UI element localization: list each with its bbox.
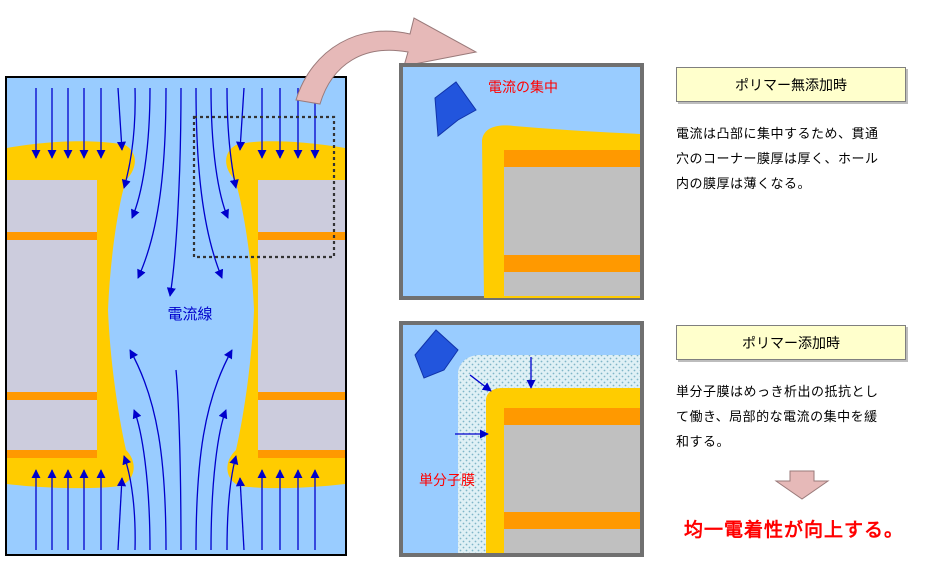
description-line: 穴のコーナー膜厚は厚く、ホール [676, 152, 879, 167]
detail-panel-no-polymer: 電流の集中 [399, 63, 644, 300]
current-lines-bottom [31, 349, 320, 551]
no-polymer-description: 電流は凸部に集中するため、貫通 穴のコーナー膜厚は厚く、ホール 内の膜厚は薄くな… [676, 122, 879, 197]
down-arrow-icon [774, 470, 830, 500]
description-line: 内の膜厚は薄くなる。 [676, 177, 812, 192]
no-polymer-title: ポリマー無添加時 [735, 77, 847, 94]
callout-arrow [295, 17, 478, 105]
current-lines-label: 電流線 [167, 305, 212, 323]
polymer-description: 単分子膜はめっき析出の抵抗とし て働き、局部的な電流の集中を緩 和する。 [676, 380, 879, 455]
concentration-arrow-icon [434, 81, 477, 137]
description-line: 和する。 [676, 435, 731, 450]
through-hole-cross-section: 電流線 [5, 76, 347, 556]
polymer-title-box: ポリマー添加時 [676, 325, 906, 360]
polymer-title: ポリマー添加時 [742, 335, 840, 352]
concentration-label: 電流の集中 [488, 79, 558, 96]
monolayer-label: 単分子膜 [419, 473, 475, 489]
description-line: 単分子膜はめっき析出の抵抗とし [676, 385, 879, 400]
conclusion-text: 均一電着性が向上する。 [684, 519, 905, 541]
description-line: て働き、局部的な電流の集中を緩 [676, 410, 878, 425]
plating-deposit [7, 141, 345, 489]
no-polymer-title-box: ポリマー無添加時 [676, 67, 906, 102]
detail-panel-polymer: 単分子膜 [399, 321, 644, 557]
zoom-region-box [192, 115, 336, 259]
description-line: 電流は凸部に集中するため、貫通 [676, 127, 879, 142]
current-arrow-icon [414, 329, 459, 379]
inhibition-arrows [455, 357, 536, 439]
